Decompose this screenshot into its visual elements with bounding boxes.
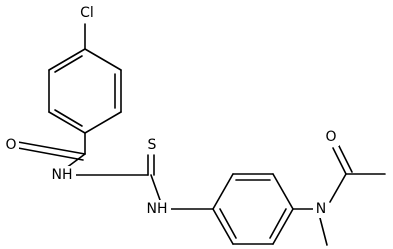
bond [212, 208, 234, 245]
bond [212, 173, 234, 210]
double-bond-inner [54, 55, 83, 73]
double-bond-inner [219, 208, 237, 239]
bond-n-methyl [319, 217, 328, 246]
bond [48, 111, 86, 134]
bond-n-acetyl [329, 173, 347, 203]
atom-carbonyl-oxygen-left: O [5, 137, 16, 153]
bond [84, 111, 122, 134]
bond [84, 48, 122, 71]
double-bond-inner [269, 208, 287, 239]
atom-tertiary-nitrogen: N [316, 201, 326, 217]
bond [48, 48, 86, 71]
bond [272, 173, 294, 210]
atom-carbonyl-oxygen-right: O [325, 129, 336, 145]
atom-thioamide-nitrogen: NH [147, 201, 168, 217]
bond-carbonyl-double-inner [17, 147, 84, 161]
phenylene-ring [212, 173, 294, 245]
bond-acetyl-carbonyl-double-inner [338, 145, 353, 173]
atom-chlorine: Cl [80, 5, 94, 21]
atom-thione-sulfur: S [148, 137, 157, 153]
bond-thiocarbonyl-nh [150, 174, 161, 201]
atom-amide-nitrogen: NH [52, 167, 73, 183]
chlorophenyl-ring [48, 48, 122, 134]
bond-acetyl-carbonyl-double [332, 147, 347, 175]
bond-carbonyl-double [17, 141, 86, 155]
bond [272, 208, 294, 245]
double-bond-inner [54, 109, 83, 127]
